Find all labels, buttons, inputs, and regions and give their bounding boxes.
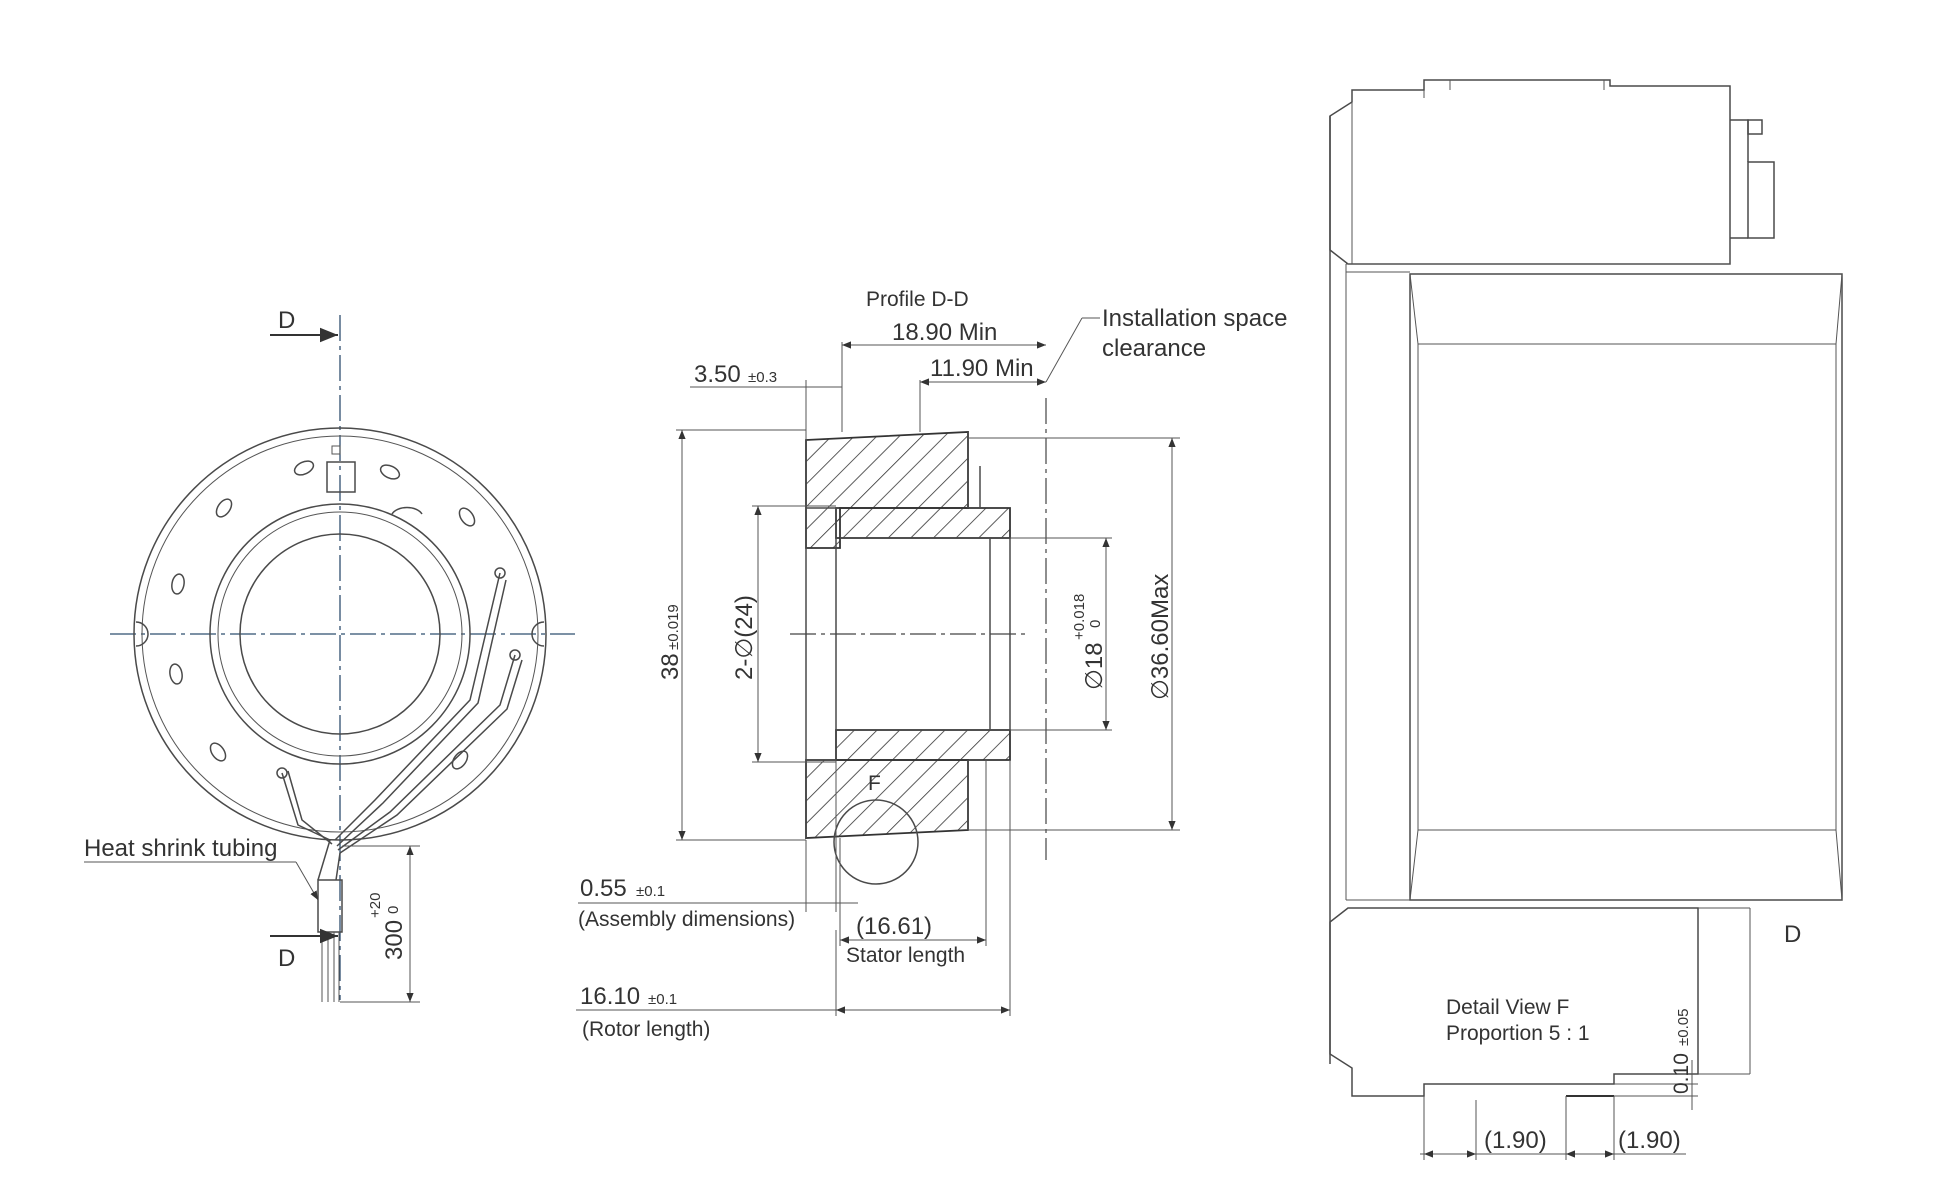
stator-label: Stator length [846, 944, 965, 967]
mounting-slots [169, 460, 476, 770]
rotor-hatch-bottom [805, 759, 969, 839]
detail-middle-inner [1417, 343, 1837, 831]
dim-3-50-tol: ±0.3 [748, 369, 777, 386]
dim-1-90-left: (1.90) [1484, 1127, 1547, 1154]
stator-hatch-top [835, 507, 1011, 539]
outer-flange-circle [133, 427, 547, 841]
dim-16-10-tol: ±0.1 [648, 991, 677, 1008]
hub-tab [391, 506, 423, 515]
dim-0-10-tol: ±0.05 [1675, 1009, 1692, 1046]
label-patch [326, 461, 356, 493]
dim-16-61: (16.61) [856, 913, 932, 940]
rotor-label: (Rotor length) [582, 1018, 710, 1041]
section-letter-bottom: D [278, 945, 295, 972]
install-leader-diag [1045, 317, 1083, 383]
outer-flange-inner-edge [141, 435, 539, 833]
profile-title: Profile D-D [866, 288, 969, 311]
dim-11-90: 11.90 Min [930, 355, 1034, 382]
lead-tol-upper: +20 [367, 893, 384, 918]
dim-phi-18-tol-upper: +0.018 [1071, 594, 1088, 640]
detail-title-line1: Detail View F [1446, 996, 1569, 1019]
detail-chamfer-1 [1409, 273, 1419, 345]
right-notch [531, 621, 545, 647]
detail-circle-f [833, 799, 919, 885]
heat-shrink-tube [317, 879, 343, 933]
heat-shrink-label: Heat shrink tubing [84, 835, 277, 862]
dim-2-phi-24: 2-∅(24) [731, 595, 758, 680]
dim-16-10: 16.10 [580, 983, 640, 1010]
dim-phi-36-60: ∅36.60Max [1147, 574, 1174, 700]
stator-hatch-bottom [835, 729, 1011, 761]
detail-middle-block [1409, 273, 1843, 901]
detail-side-nub [1747, 119, 1763, 135]
profile-view: Profile D-D 18.90 Min [576, 288, 1287, 1041]
dim-18-90: 18.90 Min [892, 319, 997, 346]
dim-phi-18-tol-lower: 0 [1087, 620, 1104, 628]
detail-side-step [1730, 119, 1749, 162]
dim-0-55: 0.55 [580, 875, 627, 902]
dim-3-50: 3.50 [694, 361, 741, 388]
assembly-label: (Assembly dimensions) [578, 908, 795, 931]
lead-wires [276, 567, 523, 881]
lead-tol-lower: 0 [385, 906, 402, 914]
detail-title-line2: Proportion 5 : 1 [1446, 1022, 1590, 1045]
detail-chamfer-4 [1835, 829, 1843, 901]
detail-top-block [1329, 79, 1731, 265]
bore-circle [239, 533, 441, 735]
hub-outer-circle [209, 503, 471, 765]
dim-38: 38 [657, 653, 684, 680]
front-view: D D Heat shrink tubing 300 +20 0 [84, 307, 575, 1003]
detail-chamfer-3 [1409, 829, 1419, 901]
detail-marker-f: F [868, 772, 881, 795]
detail-view: D Detail View F Proportion 5 : 1 0.10 ±0… [1329, 79, 1843, 1160]
detail-section-letter: D [1784, 921, 1801, 948]
install-label-line2: clearance [1102, 335, 1206, 362]
dim-0-10: 0.10 [1670, 1053, 1693, 1094]
detail-bottom-block [1329, 907, 1699, 1097]
dim-38-tol: ±0.019 [665, 604, 682, 650]
wire-ends [321, 932, 340, 1002]
label-mark [331, 445, 341, 455]
heat-shrink-leader-arrow [295, 861, 319, 901]
dim-phi-18: ∅18 [1081, 642, 1108, 690]
lead-length-value: 300 [381, 920, 408, 960]
section-letter-top: D [278, 307, 295, 334]
hub-step-circle [217, 511, 463, 757]
install-label-line1: Installation space [1102, 305, 1287, 332]
left-notch [135, 621, 149, 647]
detail-chamfer-2 [1835, 273, 1843, 345]
detail-side-tab [1747, 161, 1775, 239]
dim-0-55-tol: ±0.1 [636, 883, 665, 900]
dim-1-90-right: (1.90) [1618, 1127, 1681, 1154]
